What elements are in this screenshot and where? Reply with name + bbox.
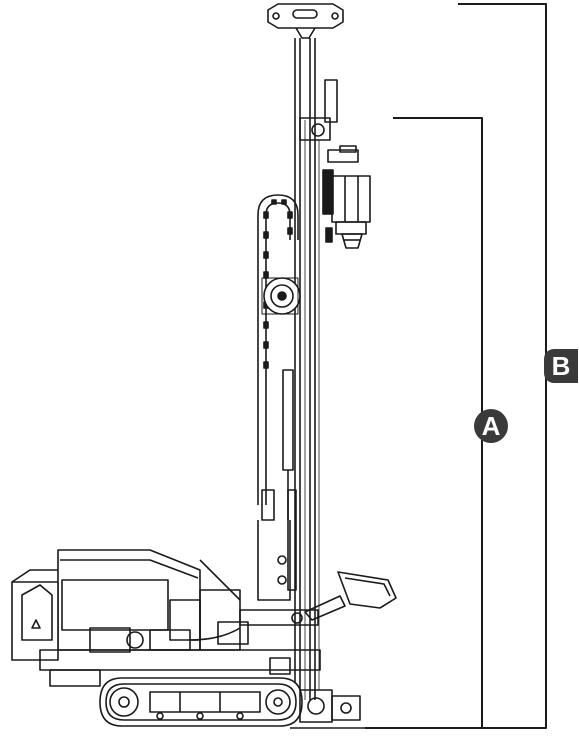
- crawler-track: [99, 677, 303, 727]
- dimension-A-line: [393, 117, 483, 729]
- mast-foot: [290, 689, 365, 729]
- mast-base: [239, 520, 319, 626]
- dimension-lines: [365, 3, 547, 729]
- rotary-head: [322, 145, 371, 249]
- chassis: [39, 649, 321, 687]
- dimension-B-line: [365, 3, 547, 729]
- chain-pulley: [261, 277, 301, 315]
- engine-body: [11, 549, 241, 661]
- mast-crown: [267, 3, 344, 39]
- mast-cylinders: [261, 369, 297, 591]
- mast: [294, 38, 338, 700]
- dimension-B-badge: B: [544, 349, 578, 383]
- dimension-A-badge: A: [474, 409, 508, 443]
- cable-chain: [257, 194, 299, 505]
- control-arm: [304, 571, 397, 621]
